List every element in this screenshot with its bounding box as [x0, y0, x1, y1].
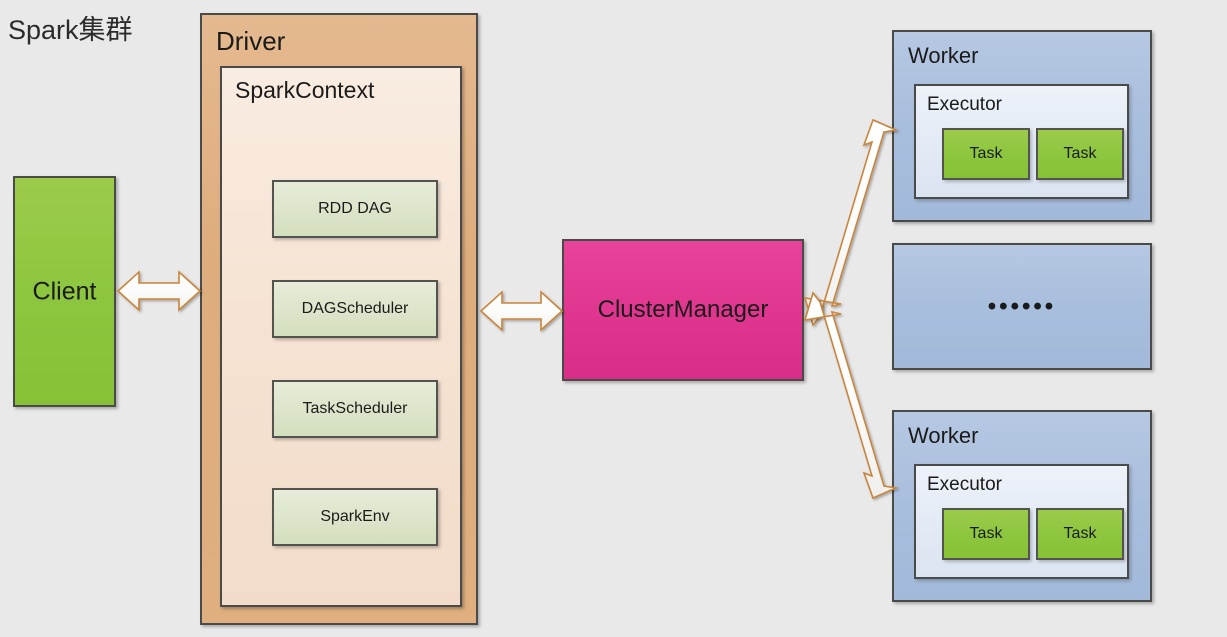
page-title: Spark集群: [8, 15, 133, 45]
sparkcontext-component-dagscheduler[interactable]: DAGScheduler: [272, 280, 438, 338]
ellipsis-label: ••••••: [987, 292, 1057, 320]
driver-node[interactable]: Driver SparkContext RDD DAG DAGScheduler…: [200, 13, 478, 625]
worker-node-top[interactable]: Worker Executor Task Task: [892, 30, 1152, 222]
cluster-manager-node[interactable]: ClusterManager: [562, 239, 804, 381]
task-label: Task: [1063, 525, 1097, 542]
task-label: Task: [969, 525, 1003, 542]
arrow-clustermanager-to-worker-bottom: [803, 291, 899, 500]
client-node[interactable]: Client: [13, 176, 116, 407]
client-label: Client: [32, 277, 97, 305]
task-node[interactable]: Task: [1036, 128, 1124, 180]
task-node[interactable]: Task: [1036, 508, 1124, 560]
executor-node[interactable]: Executor Task Task: [914, 464, 1129, 579]
sparkcontext-component-sparkenv[interactable]: SparkEnv: [272, 488, 438, 546]
driver-label: Driver: [216, 26, 286, 56]
arrow-client-to-driver: [116, 270, 202, 312]
component-label: RDD DAG: [318, 200, 392, 217]
worker-label: Worker: [908, 423, 979, 448]
worker-node-bottom[interactable]: Worker Executor Task Task: [892, 410, 1152, 602]
task-label: Task: [969, 145, 1003, 162]
task-node[interactable]: Task: [942, 508, 1030, 560]
component-label: DAGScheduler: [301, 300, 409, 317]
cluster-manager-label: ClusterManager: [597, 296, 769, 323]
arrow-driver-to-clustermanager: [479, 290, 564, 332]
executor-node[interactable]: Executor Task Task: [914, 84, 1129, 199]
arrow-clustermanager-to-worker-top: [803, 118, 899, 327]
sparkcontext-label: SparkContext: [235, 77, 375, 103]
sparkcontext-component-taskscheduler[interactable]: TaskScheduler: [272, 380, 438, 438]
component-label: TaskScheduler: [302, 400, 408, 417]
sparkcontext-node[interactable]: SparkContext RDD DAG DAGScheduler TaskSc…: [220, 66, 462, 607]
task-node[interactable]: Task: [942, 128, 1030, 180]
ellipsis-node: ••••••: [892, 243, 1152, 370]
sparkcontext-component-rdd-dag[interactable]: RDD DAG: [272, 180, 438, 238]
component-label: SparkEnv: [320, 508, 390, 525]
worker-label: Worker: [908, 43, 979, 68]
task-label: Task: [1063, 145, 1097, 162]
executor-label: Executor: [927, 474, 1002, 495]
executor-label: Executor: [927, 94, 1002, 115]
